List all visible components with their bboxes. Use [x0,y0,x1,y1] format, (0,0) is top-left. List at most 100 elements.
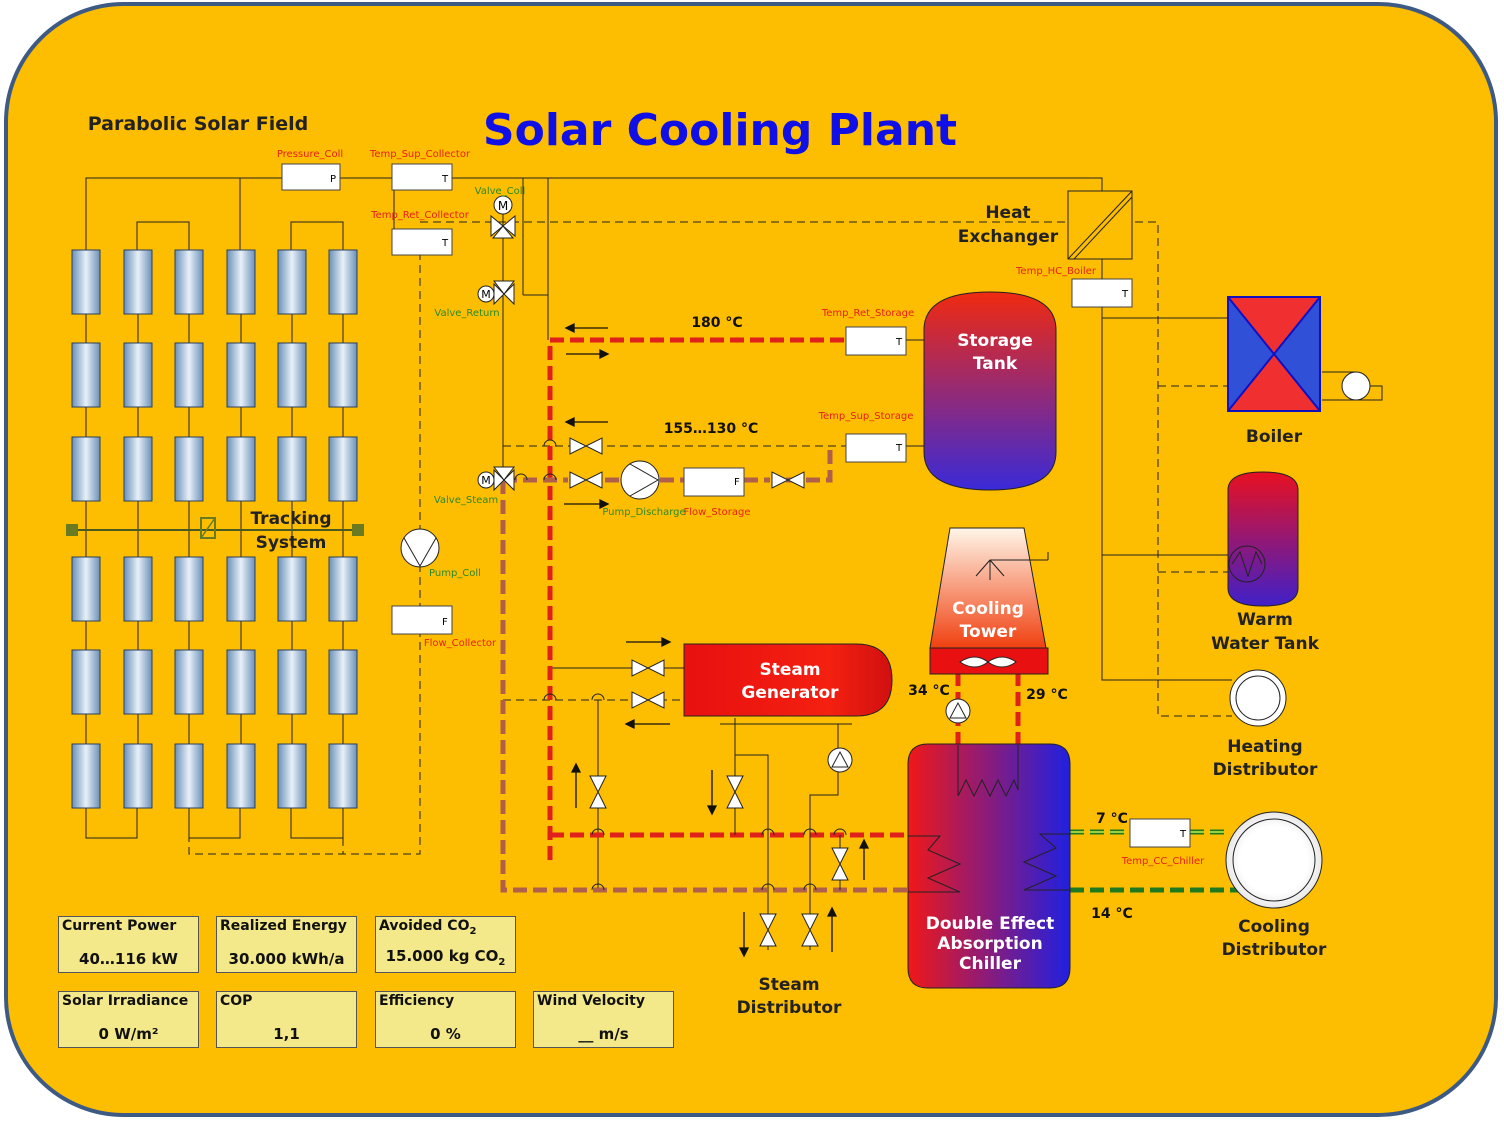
pipe-crossings [514,439,847,891]
pump-steam[interactable] [827,747,853,773]
solar-collector[interactable] [123,743,153,809]
solar-collector[interactable] [174,436,204,502]
solar-collector[interactable] [174,249,204,315]
svg-text:Tank: Tank [973,354,1018,374]
heating-distributor[interactable]: Heating Distributor [1213,669,1318,780]
sensor-temp-ret-collector[interactable]: T Temp_Ret_Collector [370,210,470,256]
boiler-label: Boiler [1246,427,1303,447]
solar-collector[interactable] [277,342,307,408]
solar-collector[interactable] [328,436,358,502]
solar-collector[interactable] [226,342,256,408]
solar-collector[interactable] [71,743,101,809]
cooling-distributor[interactable]: Cooling Distributor [1222,811,1327,960]
sensor-temp-ret-storage[interactable]: T Temp_Ret_Storage [821,308,914,356]
gate-valves[interactable] [569,437,849,947]
svg-text:M: M [481,288,491,301]
solar-collector[interactable] [174,649,204,715]
solar-collector[interactable] [174,342,204,408]
temp-storage-return: 180 °C [691,315,742,331]
solar-collector[interactable] [71,436,101,502]
temp-tower-in: 34 °C [908,683,950,699]
info-label: Avoided CO2 [379,918,477,937]
solar-collector[interactable] [277,556,307,622]
solar-collector[interactable] [226,743,256,809]
info-current-power: Current Power 40…116 kW [58,916,199,973]
svg-text:Temp_HC_Boiler: Temp_HC_Boiler [1015,266,1097,277]
solar-collector[interactable] [71,649,101,715]
svg-text:Cooling: Cooling [1238,917,1310,937]
info-value: __ m/s [578,1025,629,1043]
solar-collector[interactable] [226,556,256,622]
sensor-temp-sup-storage[interactable]: T Temp_Sup_Storage [818,411,914,463]
info-wind-velocity: Wind Velocity __ m/s [533,991,674,1048]
svg-text:T: T [1179,829,1187,840]
info-label: Efficiency [379,993,455,1009]
svg-text:Distributor: Distributor [1213,760,1318,780]
solar-collector[interactable] [174,556,204,622]
sensor-flow-storage[interactable]: F Flow_Storage [683,467,751,518]
solar-collector[interactable] [328,342,358,408]
info-value: 15.000 kg CO2 [385,947,506,968]
solar-collector[interactable] [71,249,101,315]
tracking-label-2: System [256,533,327,553]
valve-steam[interactable]: M Valve_Steam [434,466,516,506]
svg-text:F: F [734,477,740,488]
svg-text:T: T [441,238,449,249]
heat-exchanger[interactable]: Heat Exchanger [958,190,1133,260]
svg-text:Double Effect: Double Effect [926,914,1054,934]
solar-collector[interactable] [123,436,153,502]
svg-text:T: T [1121,289,1129,300]
cooling-tower[interactable]: Cooling Tower [929,527,1049,675]
absorption-chiller[interactable]: Double Effect Absorption Chiller [907,743,1071,989]
pump-cooling-water[interactable] [945,698,971,724]
solar-collector[interactable] [277,249,307,315]
sensor-pressure-coll[interactable]: P Pressure_Coll [277,149,343,191]
solar-collector[interactable] [226,649,256,715]
solar-collector[interactable] [277,436,307,502]
svg-text:Distributor: Distributor [1222,940,1327,960]
storage-tank[interactable]: Storage Tank [923,291,1057,491]
valve-coll[interactable]: M Valve_Coll [475,186,526,239]
svg-text:Steam: Steam [759,660,820,680]
valve-return[interactable]: M Valve_Return [434,280,516,319]
info-value: 1,1 [273,1025,300,1043]
solar-collector[interactable] [174,743,204,809]
svg-text:Pump_Discharge: Pump_Discharge [602,507,685,518]
svg-text:M: M [481,474,491,487]
sensor-temp-hc-boiler[interactable]: T Temp_HC_Boiler [1015,266,1133,308]
solar-collector[interactable] [123,249,153,315]
solar-collector[interactable] [328,556,358,622]
sensor-flow-collector[interactable]: F Flow_Collector [391,605,497,649]
solar-collector[interactable] [123,556,153,622]
solar-collector[interactable] [71,342,101,408]
pump-coll[interactable]: Pump_Coll [400,528,481,579]
solar-collector[interactable] [71,556,101,622]
solar-collector[interactable] [277,743,307,809]
solar-collector[interactable] [123,649,153,715]
solar-collector[interactable] [123,342,153,408]
svg-text:F: F [442,617,448,628]
solar-collector[interactable] [277,649,307,715]
solar-collector[interactable] [328,649,358,715]
svg-text:Generator: Generator [741,683,839,703]
svg-text:Temp_Ret_Storage: Temp_Ret_Storage [821,308,914,319]
sensor-temp-sup-collector[interactable]: T Temp_Sup_Collector [369,149,471,191]
warm-water-tank[interactable]: Warm Water Tank [1211,471,1320,654]
info-solar-irradiance: Solar Irradiance 0 W/m² [58,991,199,1048]
svg-text:T: T [441,174,449,185]
boiler[interactable]: Boiler [1227,296,1383,447]
svg-text:Temp_Ret_Collector: Temp_Ret_Collector [370,210,470,221]
pump-discharge[interactable]: Pump_Discharge [602,460,686,518]
solar-collector[interactable] [328,743,358,809]
solar-collector[interactable] [328,249,358,315]
solar-collector[interactable] [226,436,256,502]
sensor-temp-cc-chiller[interactable]: T Temp_CC_Chiller [1121,818,1205,867]
solar-collector[interactable] [226,249,256,315]
steam-generator[interactable]: Steam Generator [683,643,893,717]
tracking-label-1: Tracking [250,509,331,529]
info-value: 0 W/m² [98,1025,159,1043]
svg-text:Valve_Return: Valve_Return [434,308,499,319]
svg-text:T: T [895,443,903,454]
temp-chilled-return: 14 °C [1091,906,1133,922]
